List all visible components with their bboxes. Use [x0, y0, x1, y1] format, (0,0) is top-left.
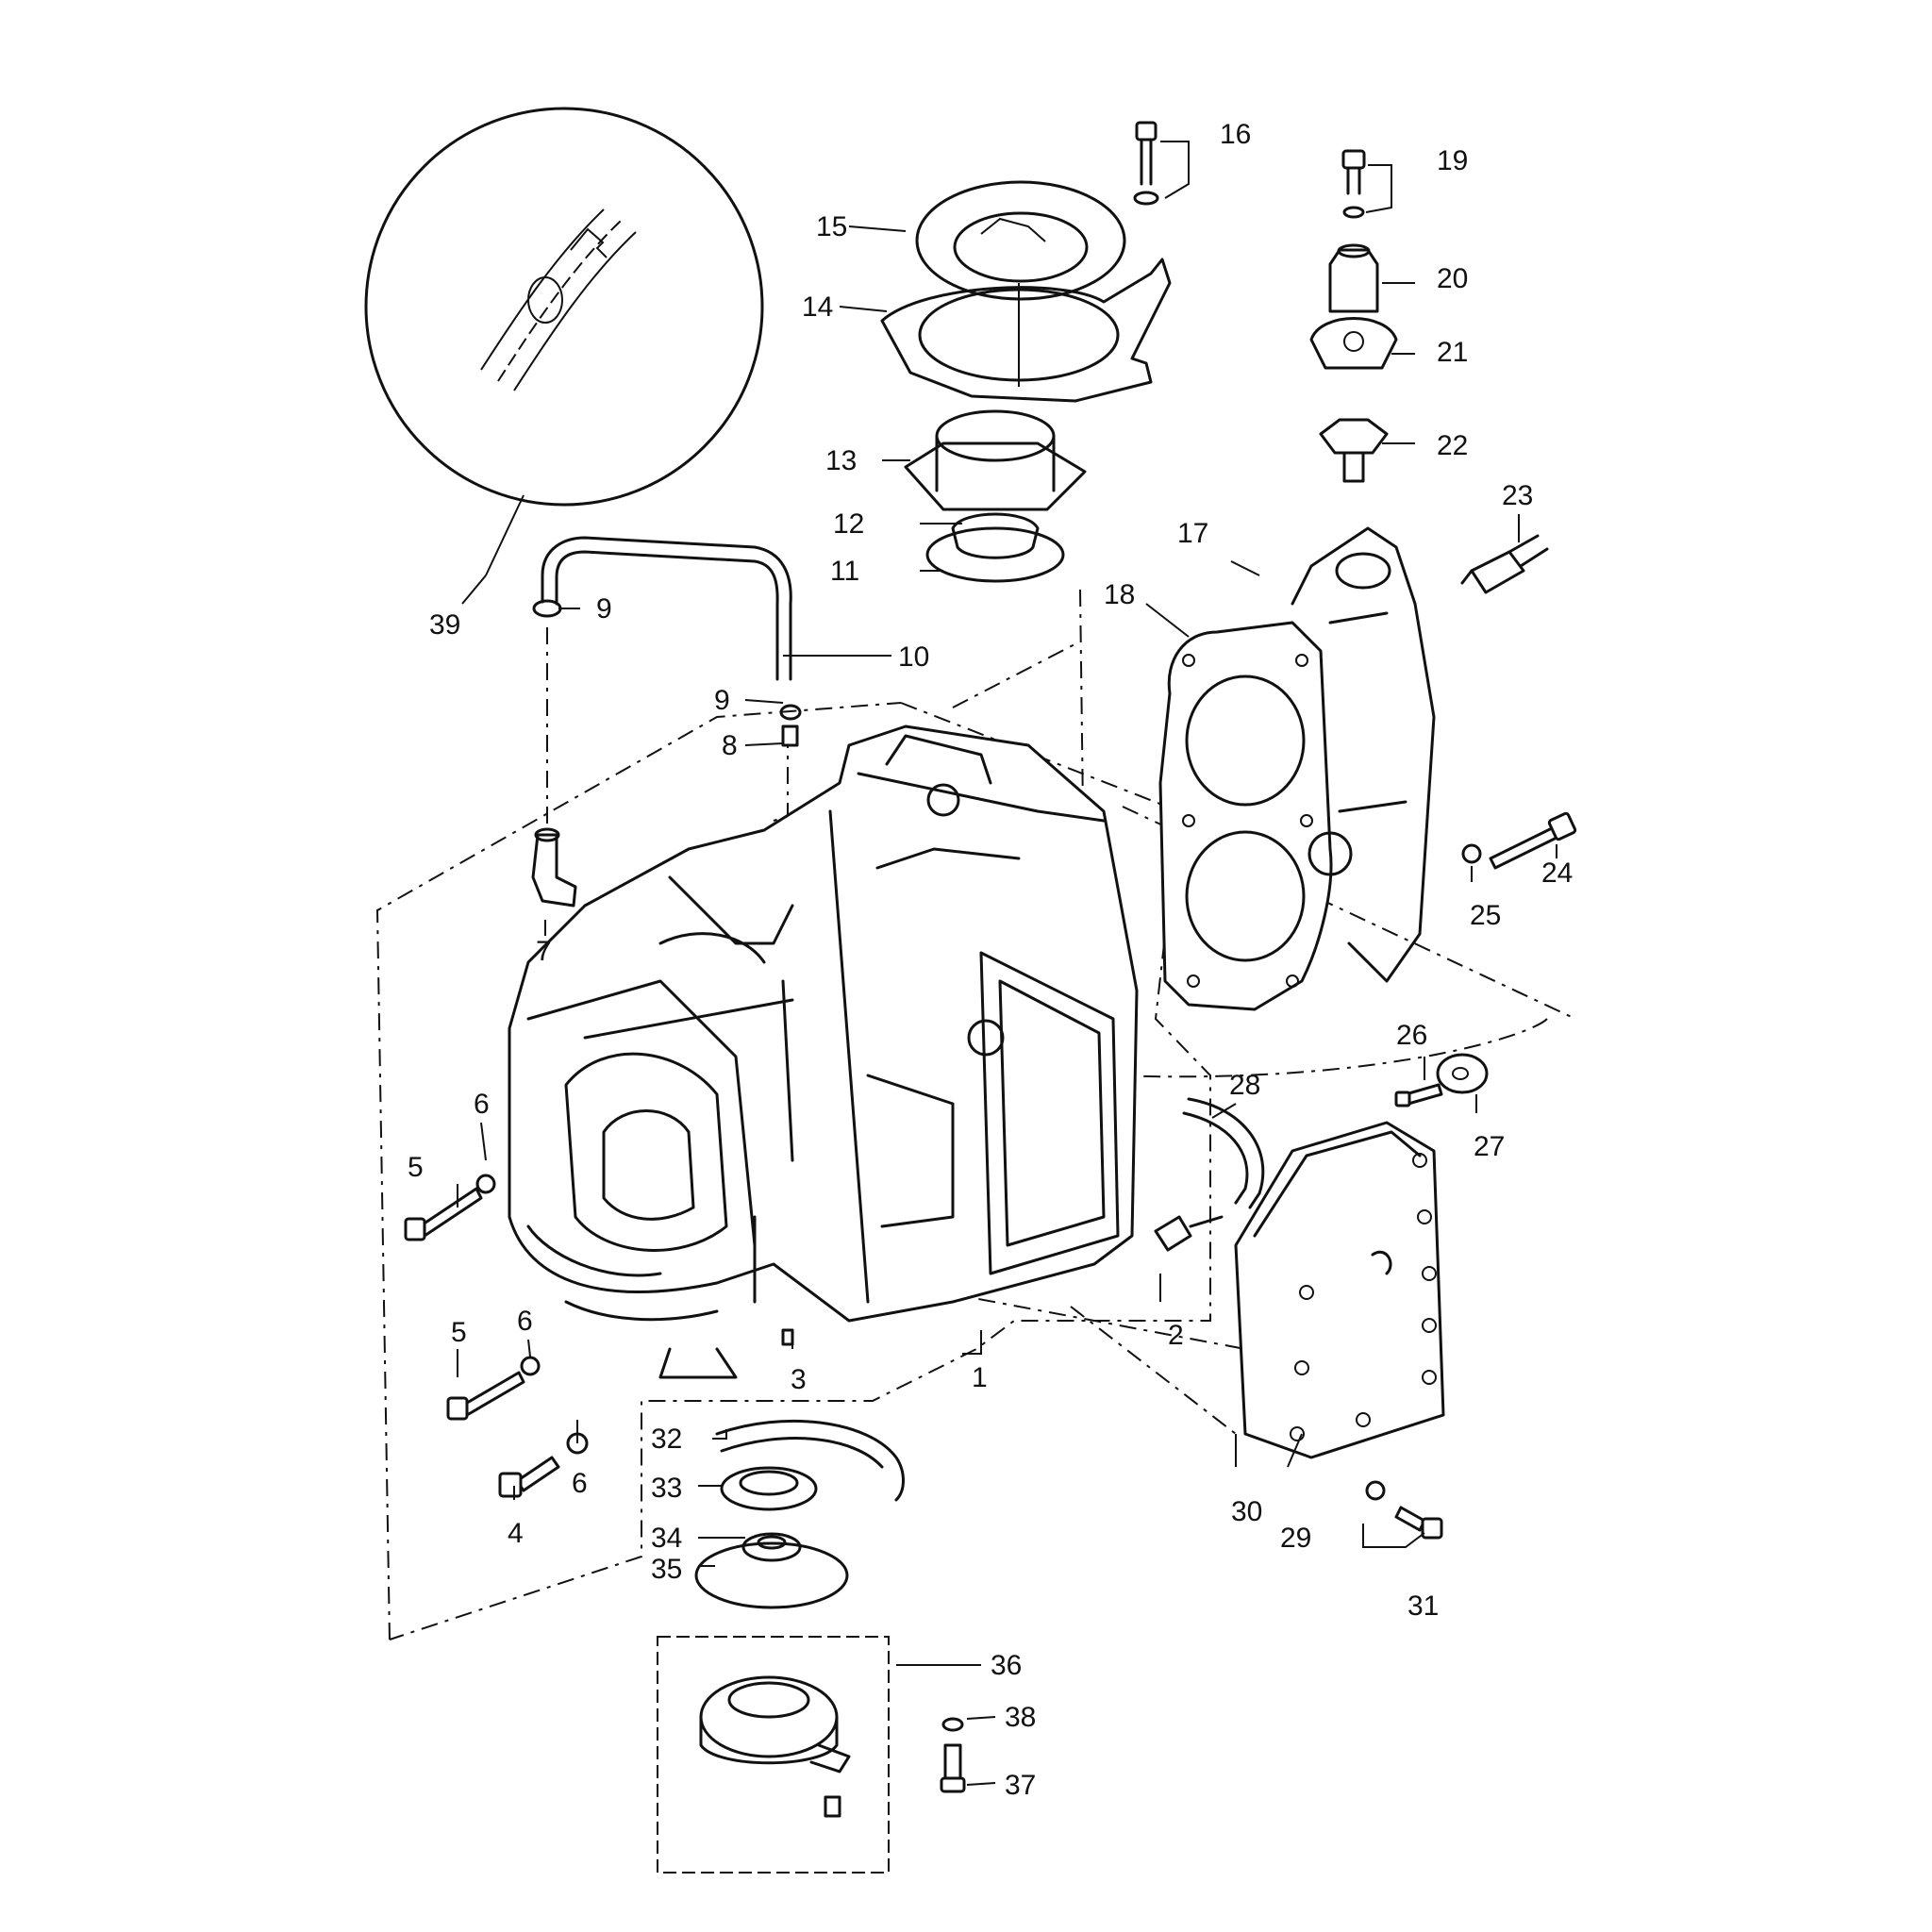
callout-22: 22: [1437, 430, 1468, 461]
breather-hose-assembly: [531, 536, 802, 908]
head-gasket: [1158, 621, 1333, 1011]
lower-seal-assembly: [694, 1419, 905, 1609]
callout-21: 21: [1437, 337, 1468, 368]
leader-lines: [457, 141, 1557, 1786]
detail-view-circle: [364, 107, 764, 507]
callout-labels: 1 2 3 4 5 5 6 6 6 7 8 9 9 10 11 12 13 14…: [408, 119, 1573, 1801]
callout-14: 14: [802, 291, 833, 323]
callout-17: 17: [1177, 518, 1208, 549]
callout-9-lower: 9: [714, 685, 730, 716]
callout-12: 12: [833, 508, 864, 540]
side-cover: [1234, 1121, 1445, 1459]
bolt-31: [1365, 1480, 1443, 1540]
upper-seal-assembly: [880, 180, 1172, 583]
callout-7: 7: [536, 936, 552, 967]
bolt-24: [1461, 811, 1577, 870]
callout-19: 19: [1437, 145, 1468, 176]
cylinder-head: [1291, 526, 1436, 983]
lower-housing-36: [657, 1636, 890, 1874]
callout-27: 27: [1474, 1131, 1505, 1162]
callout-6-middle: 6: [517, 1306, 533, 1337]
callout-34: 34: [651, 1523, 682, 1554]
callout-16: 16: [1220, 119, 1251, 150]
callout-28: 28: [1229, 1070, 1260, 1101]
callout-5-upper: 5: [408, 1152, 424, 1183]
callout-13: 13: [825, 445, 857, 476]
callout-18: 18: [1104, 579, 1135, 610]
callout-10: 10: [898, 641, 929, 673]
callout-9-upper: 9: [596, 593, 612, 625]
anode-27: [1394, 1053, 1489, 1108]
callout-30: 30: [1231, 1496, 1262, 1527]
callout-38: 38: [1005, 1702, 1036, 1733]
callout-3: 3: [791, 1364, 807, 1395]
callout-6-upper: 6: [474, 1089, 490, 1120]
temperature-sender-23: [1460, 534, 1549, 594]
bolt-16: [1133, 121, 1159, 206]
cylinder-block: [508, 724, 1139, 1379]
callout-8: 8: [722, 730, 738, 761]
callout-2: 2: [1168, 1320, 1184, 1351]
callout-37: 37: [1005, 1770, 1036, 1801]
callout-1: 1: [972, 1362, 988, 1393]
callout-36: 36: [991, 1650, 1022, 1681]
callout-15: 15: [816, 211, 847, 242]
callout-5-lower: 5: [451, 1317, 467, 1348]
callout-20: 20: [1437, 263, 1468, 294]
hose-28: [1154, 1097, 1265, 1252]
callout-32: 32: [651, 1424, 682, 1455]
callout-23: 23: [1502, 480, 1533, 511]
callout-25: 25: [1470, 900, 1501, 931]
callout-33: 33: [651, 1473, 682, 1504]
callout-4: 4: [508, 1518, 524, 1549]
callout-24: 24: [1541, 858, 1573, 889]
callout-35: 35: [651, 1554, 682, 1585]
callout-31: 31: [1407, 1591, 1439, 1622]
callout-26: 26: [1396, 1020, 1427, 1051]
thermostat-assembly: [1309, 149, 1398, 483]
callout-11: 11: [830, 556, 859, 587]
callout-39: 39: [429, 609, 460, 641]
bolt-37: [940, 1717, 966, 1793]
callout-6-lower: 6: [572, 1468, 588, 1499]
callout-29: 29: [1280, 1523, 1311, 1554]
